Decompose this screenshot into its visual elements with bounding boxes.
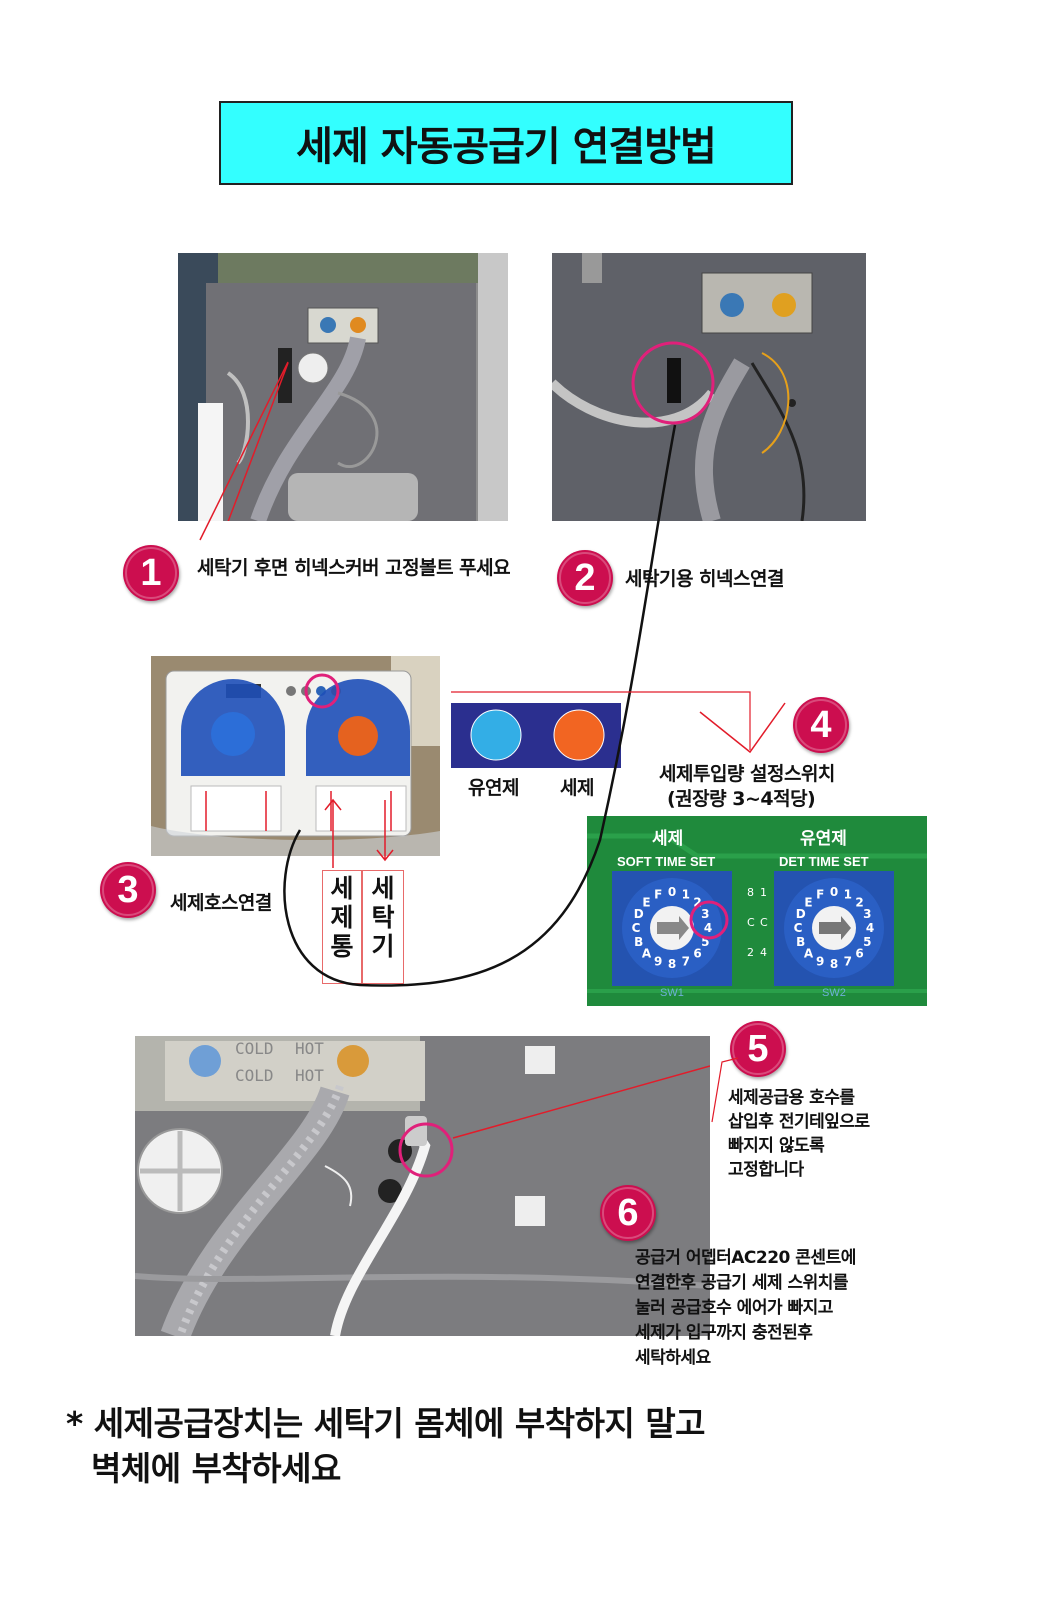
svg-text:4: 4: [760, 946, 767, 959]
dial-mark: 4: [704, 921, 712, 935]
dial-mark: 4: [866, 921, 874, 935]
svg-text:C: C: [747, 916, 755, 929]
step-badge-4: 4: [793, 697, 849, 753]
dial-mark: F: [654, 888, 662, 902]
footer-note-line2: 벽체에 부착하세요: [91, 1449, 341, 1488]
step-badge-6: 6: [600, 1185, 656, 1241]
step-6-caption-line4: 세제가 입구까지 충전된후: [635, 1323, 813, 1343]
step-1-caption: 세탁기 후면 히넥스커버 고정볼트 푸세요: [197, 557, 511, 579]
svg-text:세제: 세제: [652, 829, 683, 849]
step-badge-2: 2: [557, 550, 613, 606]
svg-text:1: 1: [760, 886, 767, 899]
step-6-caption-line5: 세탁하세요: [635, 1348, 711, 1368]
step-badge-5: 5: [730, 1021, 786, 1077]
dial-mark: 9: [816, 954, 824, 968]
dial-mark: 3: [863, 907, 871, 921]
dial-mark: 0: [668, 885, 676, 899]
step-6-caption-line1: 공급거 어뎁터AC220 콘센트에: [635, 1248, 856, 1268]
dial-mark: 5: [701, 935, 709, 949]
step-badge-3: 3: [100, 862, 156, 918]
step-5-caption-line3: 빠지지 않도록: [728, 1136, 825, 1156]
dial-mark: 7: [844, 954, 852, 968]
svg-text:COLD: COLD: [235, 1066, 274, 1085]
svg-text:COLD: COLD: [235, 1039, 274, 1058]
photo-detergent-dispenser: [151, 656, 440, 856]
photo-hinex-connection: [552, 253, 866, 521]
step-4-caption-line2: (권장량 3~4적당): [667, 788, 816, 810]
dial-mark: 0: [830, 885, 838, 899]
svg-text:8: 8: [747, 886, 754, 899]
dial-mark: A: [804, 947, 814, 961]
dial-mark: F: [816, 888, 824, 902]
step-badge-1: 1: [123, 545, 179, 601]
detergent-label: 세제: [560, 777, 594, 799]
photo-washer-rear: [178, 253, 508, 521]
svg-text:SW1: SW1: [660, 987, 684, 999]
svg-text:SW2: SW2: [822, 987, 846, 999]
svg-text:SOFT TIME SET: SOFT TIME SET: [617, 854, 715, 869]
dial-mark: 8: [668, 957, 676, 971]
dial-mark: 6: [693, 947, 701, 961]
svg-text:HOT: HOT: [295, 1066, 324, 1085]
svg-text:2: 2: [747, 946, 754, 959]
dial-mark: B: [634, 935, 643, 949]
color-legend-panel: [451, 703, 621, 768]
dial-mark: C: [794, 921, 803, 935]
step-3-caption: 세제호스연결: [170, 892, 272, 914]
step-6-caption-line3: 눌러 공급호수 에어가 빠지고: [635, 1298, 833, 1318]
svg-text:유연제: 유연제: [800, 829, 847, 849]
dial-mark: 1: [682, 888, 690, 902]
dial-mark: 5: [863, 935, 871, 949]
dial-mark: 2: [693, 896, 701, 910]
dial-mark: 6: [855, 947, 863, 961]
dial-mark: D: [796, 907, 806, 921]
dial-mark: A: [642, 947, 652, 961]
detergent-color-swatch: [553, 709, 605, 761]
title-banner: 세제 자동공급기 연결방법: [219, 101, 793, 185]
softener-label: 유연제: [468, 777, 519, 799]
softener-color-swatch: [470, 709, 522, 761]
footer-note-line1: * 세제공급장치는 세탁기 몸체에 부착하지 말고: [66, 1404, 706, 1443]
svg-text:C: C: [760, 916, 768, 929]
step-5-caption-line2: 삽입후 전기테잎으로: [728, 1112, 870, 1132]
step-5-caption-line4: 고정합니다: [728, 1160, 804, 1180]
dial-mark: C: [632, 921, 641, 935]
dial-mark: 7: [682, 954, 690, 968]
dial-mark: 9: [654, 954, 662, 968]
pointer-arrow-step4: [699, 702, 786, 754]
dial-mark: B: [796, 935, 805, 949]
dial-mark: E: [642, 896, 650, 910]
dial-mark: 8: [830, 957, 838, 971]
step-5-caption-line1: 세제공급용 호수를: [728, 1088, 855, 1108]
svg-text:DET TIME SET: DET TIME SET: [779, 854, 869, 869]
dial-mark: 2: [855, 896, 863, 910]
dial-mark: 1: [844, 888, 852, 902]
step-2-caption: 세탁기용 히넥스연결: [625, 568, 784, 590]
photo-hose-insertion: COLD HOT COLD HOT: [135, 1036, 710, 1336]
dial-mark: E: [804, 896, 812, 910]
page-title: 세제 자동공급기 연결방법: [296, 124, 717, 170]
step-4-caption-line1: 세제투입량 설정스위치: [659, 763, 835, 785]
svg-text:HOT: HOT: [295, 1039, 324, 1058]
dial-mark: 3: [701, 907, 709, 921]
step-6-caption-line2: 연결한후 공급기 세제 스위치를: [635, 1273, 849, 1293]
